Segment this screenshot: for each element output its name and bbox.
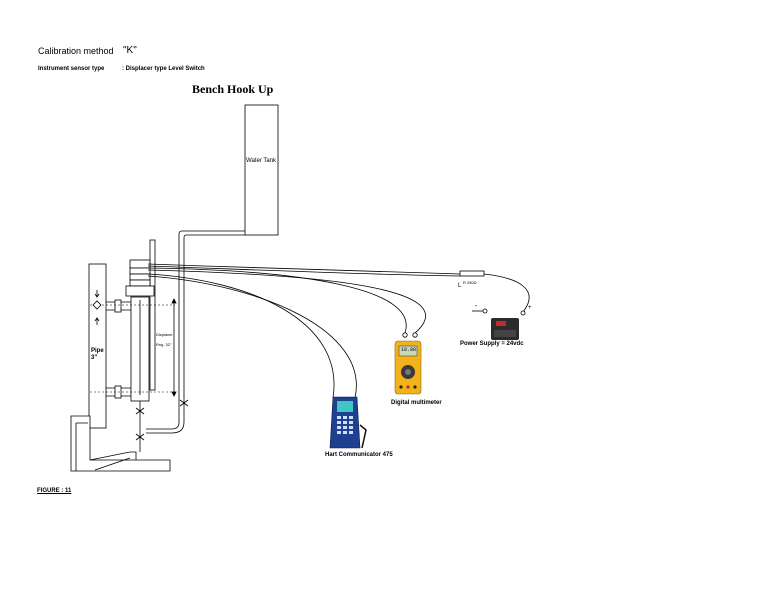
- figure-label: FIGURE : 11: [37, 488, 72, 494]
- terminal-minus: -: [475, 303, 478, 310]
- displacer-label: Displacer: [156, 332, 173, 337]
- range-label: Rng. 32": [156, 342, 172, 347]
- power-supply: [491, 318, 519, 340]
- pipe-label: Pipe 3": [91, 348, 104, 361]
- power-supply-label: Power Supply = 24vdc: [460, 341, 524, 347]
- pipe-3in: [88, 263, 107, 429]
- diagram-title: Bench Hook Up: [192, 82, 274, 96]
- sensor-type-label: Instrument sensor type: [38, 66, 105, 72]
- sensor-type-value: : Displacer type Level Switch: [122, 66, 205, 72]
- multimeter-label: Digital multimeter: [391, 400, 442, 406]
- water-tank: [244, 104, 279, 236]
- water-tank-label: Water Tank: [246, 158, 277, 164]
- hart-communicator: [329, 396, 367, 449]
- resistor-label: R 250Ω: [463, 280, 477, 285]
- calibration-method-label: Calibration method: [38, 46, 114, 56]
- hart-label: Hart Communicator 475: [325, 452, 393, 458]
- calibration-method-value: "K": [123, 45, 137, 56]
- digital-multimeter: [394, 340, 422, 395]
- multimeter-reading: 10.00: [401, 347, 417, 353]
- resistor: [459, 270, 485, 277]
- terminal-plus: +: [528, 305, 532, 311]
- resistor-symbol: L: [458, 283, 462, 289]
